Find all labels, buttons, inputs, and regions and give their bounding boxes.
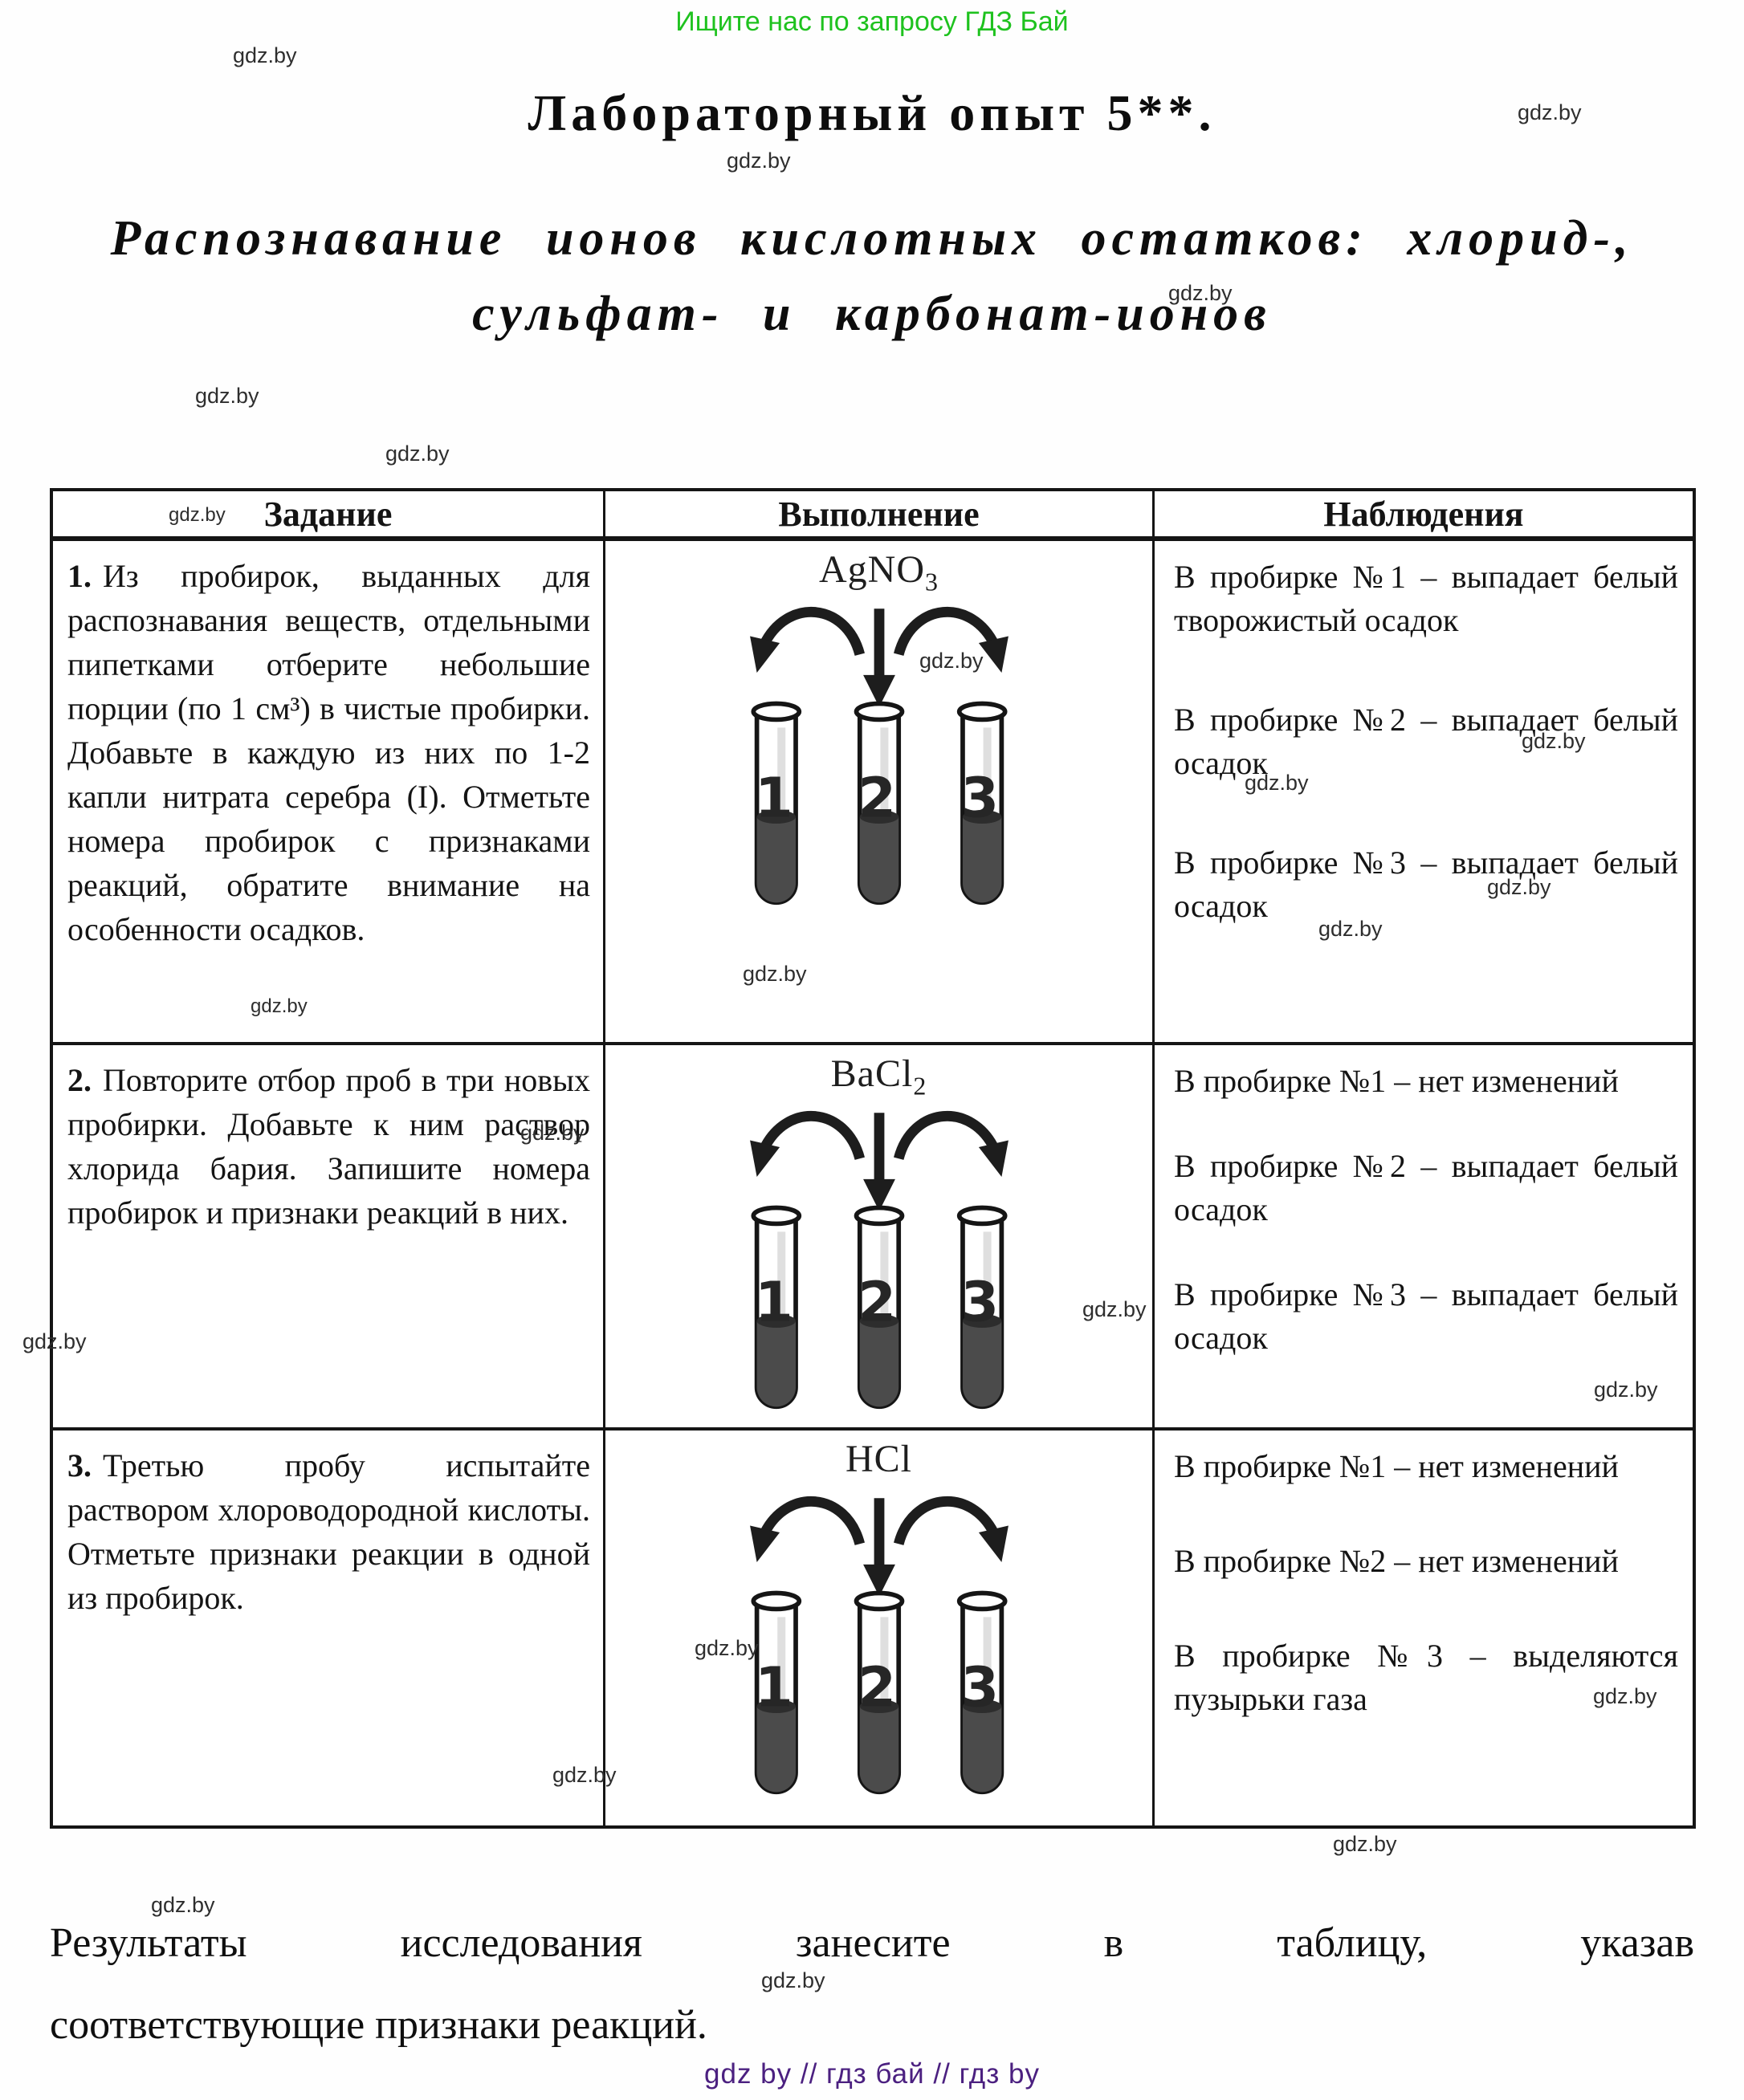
reagent-formula-subscript: 2	[913, 1071, 927, 1101]
gdz-watermark: gdz.by	[1594, 1378, 1658, 1402]
reagent-formula: BaCl2	[605, 1052, 1152, 1101]
tube-number: 1	[755, 767, 793, 830]
gdz-watermark: gdz.by	[1518, 100, 1582, 124]
reagent-formula-base: HCl	[845, 1438, 912, 1480]
observation-text: В пробирке №3 – выпадает белый осадок	[1174, 1276, 1678, 1356]
reagent-formula-base: AgNO	[819, 548, 925, 591]
column-header-observations: Наблюдения	[1155, 491, 1693, 541]
observation-text: В пробирке №2 – выпадает белый осадок	[1174, 1148, 1678, 1227]
gdz-watermark: gdz.by	[695, 1636, 759, 1660]
gdz-watermark: gdz.by	[195, 384, 259, 408]
observations-cell-2: В пробирке №1 – нет изменений В пробирке…	[1155, 1045, 1693, 1431]
task-cell-2: 2.Повторите отбор проб в три новых проби…	[53, 1045, 605, 1431]
observation-text: В пробирке №2 – нет изменений	[1174, 1543, 1619, 1579]
task-cell-3: 3.Третью пробу испытайте раствором хлоро…	[53, 1431, 605, 1825]
gdz-watermark: gdz.by	[761, 1968, 825, 1992]
promo-banner: Ищите нас по запросу ГДЗ Бай	[675, 6, 1069, 37]
observations-cell-3: В пробирке №1 – нет изменений В пробирке…	[1155, 1431, 1693, 1825]
gdz-watermark: gdz.by	[727, 149, 791, 173]
gdz-watermark: gdz.by	[743, 962, 807, 986]
gdz-watermark: gdz.by	[1245, 771, 1309, 795]
gdz-watermark: gdz.by	[552, 1763, 617, 1787]
column-header-execution: Выполнение	[605, 491, 1155, 541]
gdz-watermark: gdz.by	[520, 1121, 585, 1145]
observation-text: В пробирке №2 – выпадает белый осадок	[1174, 702, 1678, 781]
gdz-watermark: gdz.by	[1168, 281, 1233, 305]
gdz-watermark: gdz.by	[1333, 1832, 1397, 1856]
closing-paragraph-line-1: Результаты исследования занесите в табли…	[50, 1920, 1694, 1966]
gdz-watermark: gdz.by	[1522, 729, 1586, 753]
execution-cell-2: BaCl2 1 2 3	[605, 1045, 1155, 1431]
gdz-watermark: gdz.by	[1487, 875, 1551, 899]
gdz-watermark: gdz.by	[1593, 1684, 1657, 1708]
tube-number: 3	[960, 1656, 999, 1719]
tube-number: 2	[858, 767, 896, 830]
tube-number: 1	[755, 1271, 793, 1334]
observation-text: В пробирке №3 – выделяются пузырьки газа	[1174, 1638, 1678, 1717]
gdz-watermark: gdz.by	[1318, 917, 1383, 941]
reagent-arrows	[750, 1113, 1009, 1211]
execution-cell-1: AgNO3 1 2 3	[605, 541, 1155, 1045]
gdz-watermark: gdz.by	[1082, 1297, 1147, 1321]
task-text: Третью пробу испытайте раствором хлорово…	[67, 1447, 590, 1616]
task-cell-1: 1.Из пробирок, выданных для распознавани…	[53, 541, 605, 1045]
tube-number: 3	[960, 767, 999, 830]
page-subtitle-line-2: сульфат- и карбонат-ионов	[472, 287, 1272, 341]
task-number: 2.	[67, 1062, 92, 1098]
test-tubes-illustration: 1 2 3	[691, 1101, 1068, 1427]
gdz-watermark: gdz.by	[919, 649, 984, 673]
gdz-watermark: gdz.by	[385, 442, 450, 466]
reagent-formula: AgNO3	[605, 547, 1152, 597]
reagent-arrows	[750, 1498, 1009, 1596]
test-tubes-illustration: 1 2 3	[691, 597, 1068, 923]
observation-text: В пробирке №1 – нет изменений	[1174, 1063, 1619, 1099]
page-title: Лабораторный опыт 5**.	[528, 84, 1216, 141]
task-text: Из пробирок, выданных для распознавания …	[67, 558, 590, 947]
task-number: 1.	[67, 558, 92, 594]
gdz-watermark: gdz.by	[251, 995, 308, 1017]
gdz-watermark: gdz.by	[22, 1329, 87, 1353]
tube-number: 1	[755, 1656, 793, 1719]
task-number: 3.	[67, 1447, 92, 1483]
gdz-watermark: gdz.by	[169, 504, 226, 526]
observation-text: В пробирке №1 – выпадает белый творожист…	[1174, 559, 1678, 638]
reagent-formula-subscript: 3	[925, 567, 939, 596]
gdz-watermark: gdz.by	[151, 1893, 215, 1917]
observation-text: В пробирке №1 – нет изменений	[1174, 1448, 1619, 1484]
column-header-task: Задание	[53, 491, 605, 541]
closing-paragraph-line-2: соответствующие признаки реакций.	[50, 2002, 707, 2048]
test-tubes-illustration: 1 2 3	[691, 1487, 1068, 1813]
task-text: Повторите отбор проб в три новых пробирк…	[67, 1062, 590, 1231]
reagent-formula: HCl	[605, 1437, 1152, 1487]
footer-links: gdz by // гдз бай // гдз by	[704, 2058, 1040, 2090]
observation-text: В пробирке №3 – выпадает белый осадок	[1174, 844, 1678, 924]
gdz-watermark: gdz.by	[233, 43, 297, 67]
execution-cell-3: HCl 1 2 3	[605, 1431, 1155, 1825]
observations-cell-1: В пробирке №1 – выпадает белый творожист…	[1155, 541, 1693, 1045]
page-subtitle-line-1: Распознавание ионов кислотных остатков: …	[110, 211, 1634, 266]
tube-number: 2	[858, 1271, 896, 1334]
lab-results-table: Задание Выполнение Наблюдения 1.Из проби…	[50, 488, 1696, 1829]
reagent-formula-base: BaCl	[830, 1052, 914, 1095]
tube-number: 2	[858, 1656, 896, 1719]
tube-number: 3	[960, 1271, 999, 1334]
